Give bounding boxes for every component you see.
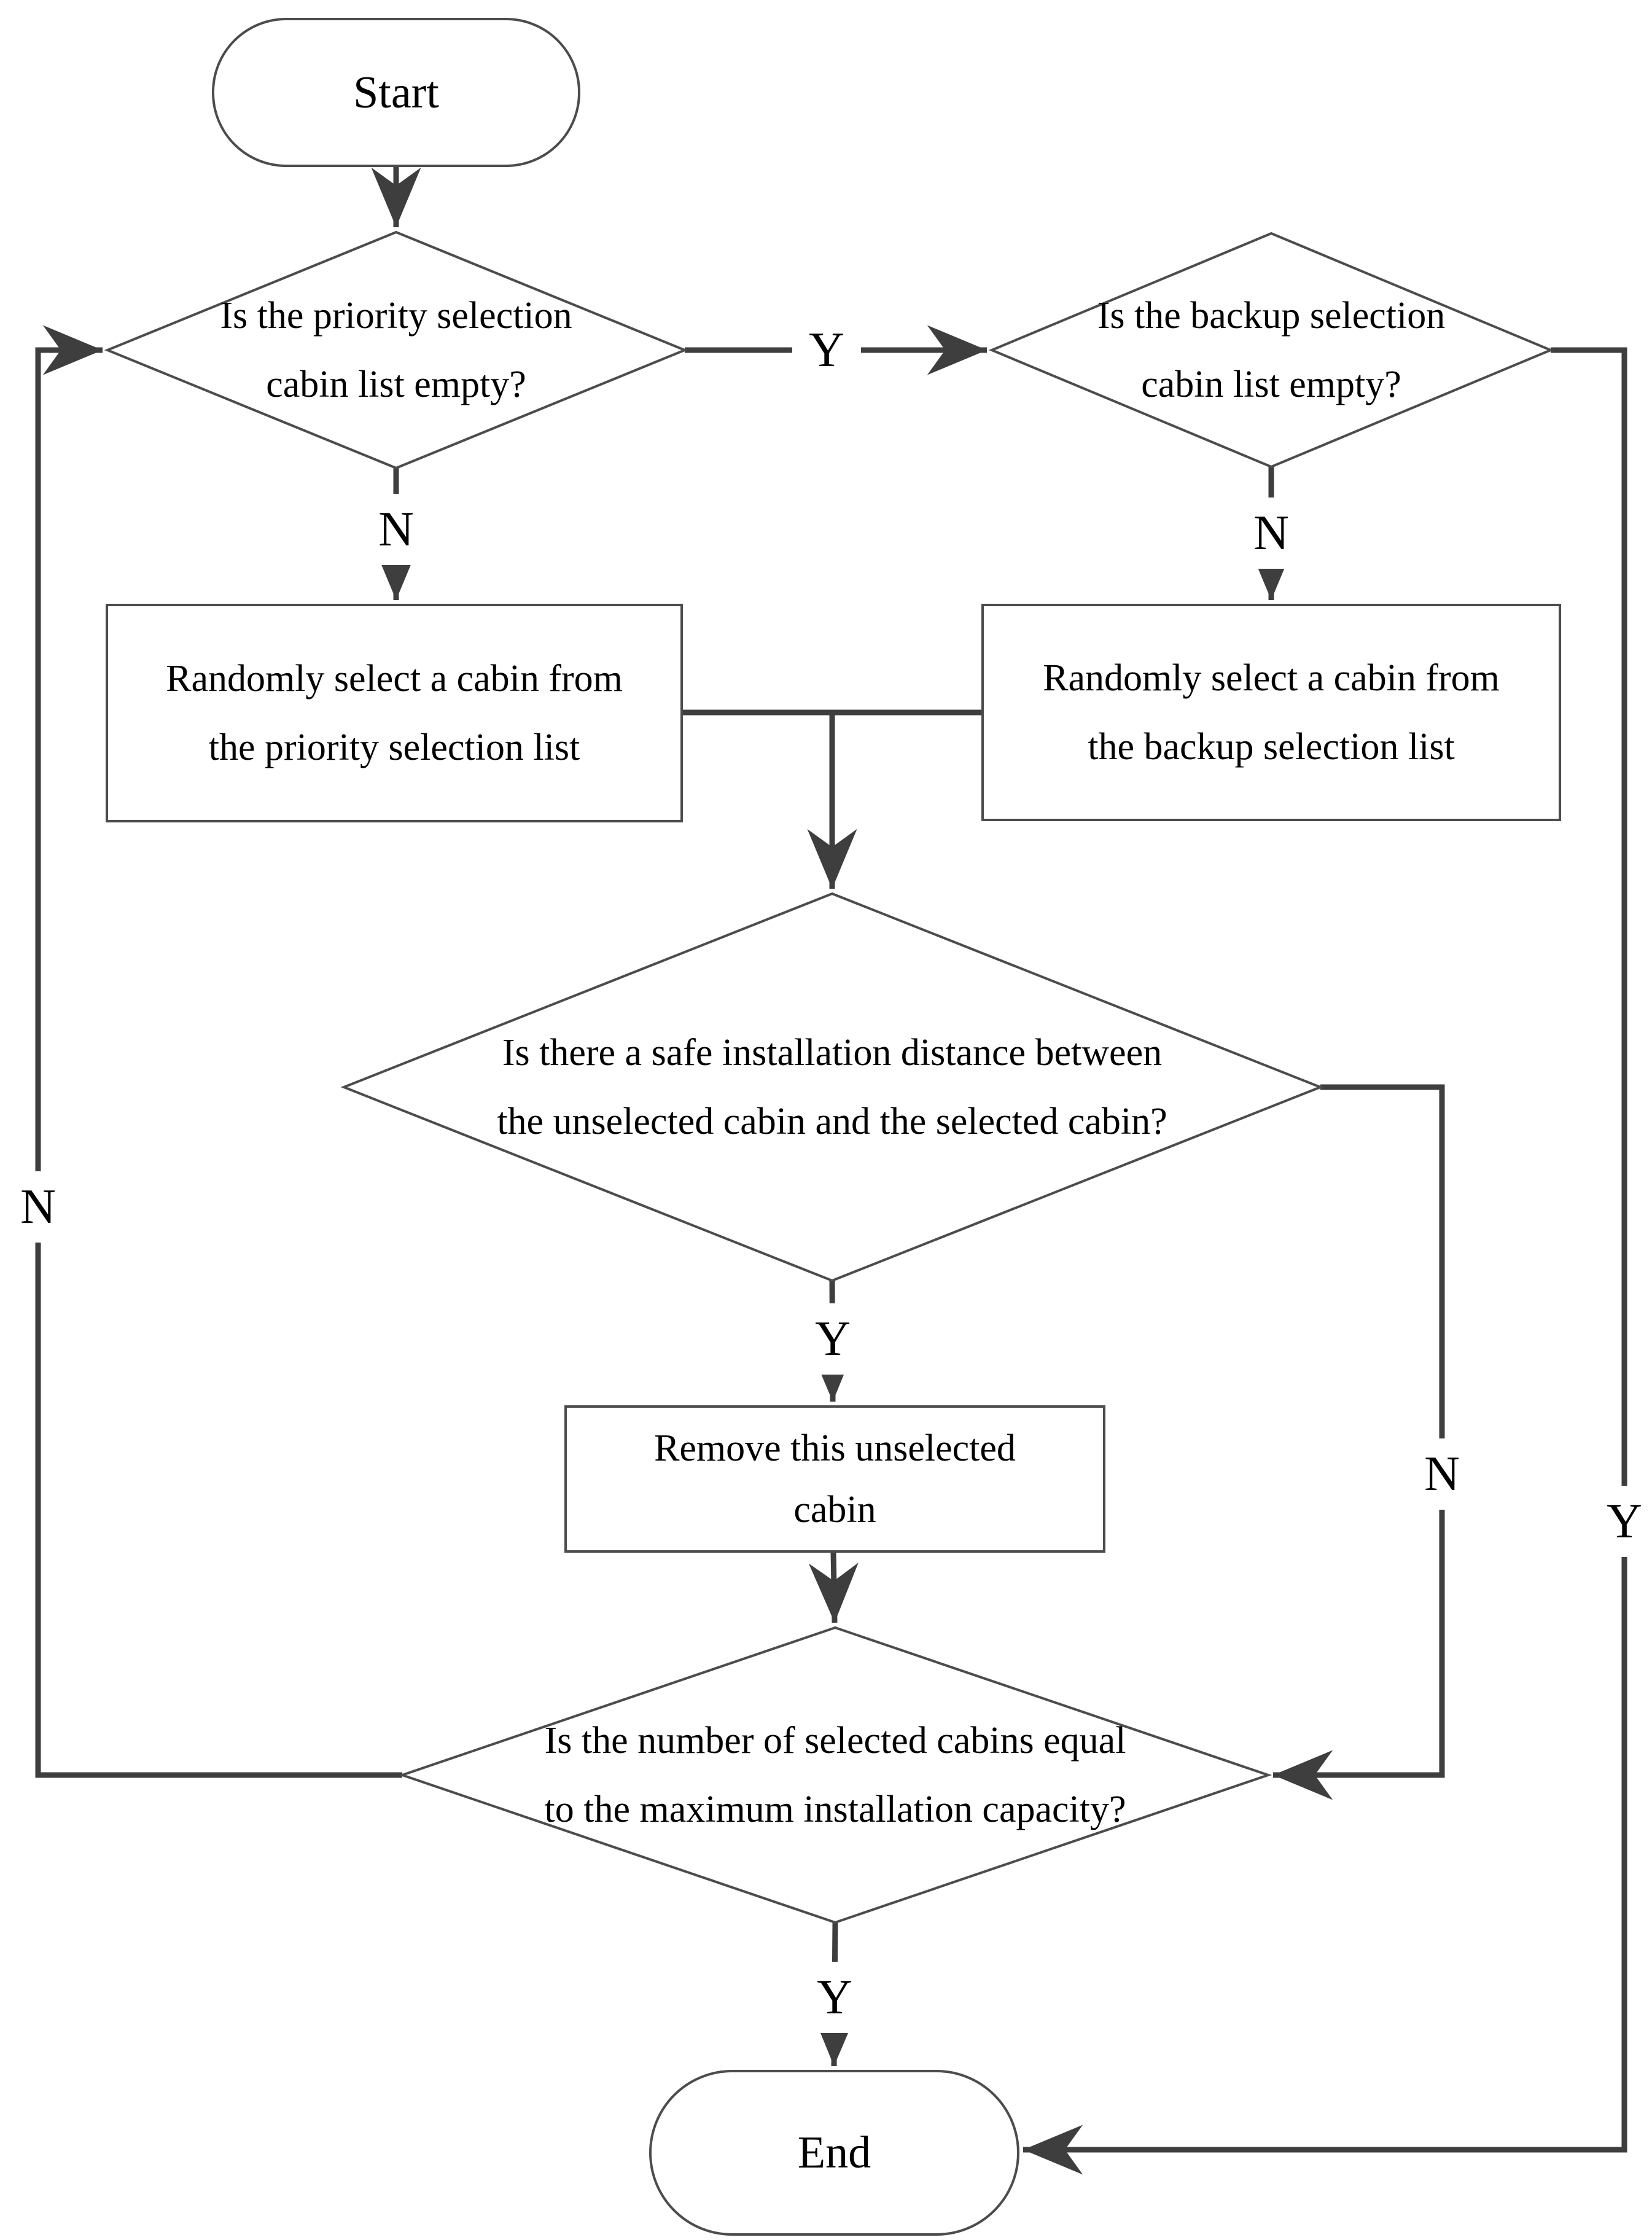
remove-cabin-process-shape: [564, 1405, 1105, 1553]
start-terminator-shape: [212, 18, 580, 167]
end-terminator-shape: [649, 2070, 1019, 2236]
priority-empty-decision-shape: [104, 230, 688, 470]
edge-backup-yes-to-end: [1023, 347, 1627, 2175]
backup-empty-decision-shape: [988, 232, 1554, 469]
select-priority-process-shape: [106, 604, 683, 822]
edge-capacity-no-loop-to-priority: [35, 325, 402, 1778]
select-backup-process-shape: [981, 604, 1561, 821]
edge-safe-yes-to-remove: [808, 1280, 858, 1402]
capacity-decision-shape: [398, 1626, 1272, 1924]
edge-remove-to-capacity: [808, 1551, 859, 1623]
edge-capacity-yes-to-end: [809, 1922, 860, 2067]
edge-safe-no-to-capacity: [1273, 1084, 1445, 1800]
safe-distance-decision-shape: [340, 892, 1324, 1282]
